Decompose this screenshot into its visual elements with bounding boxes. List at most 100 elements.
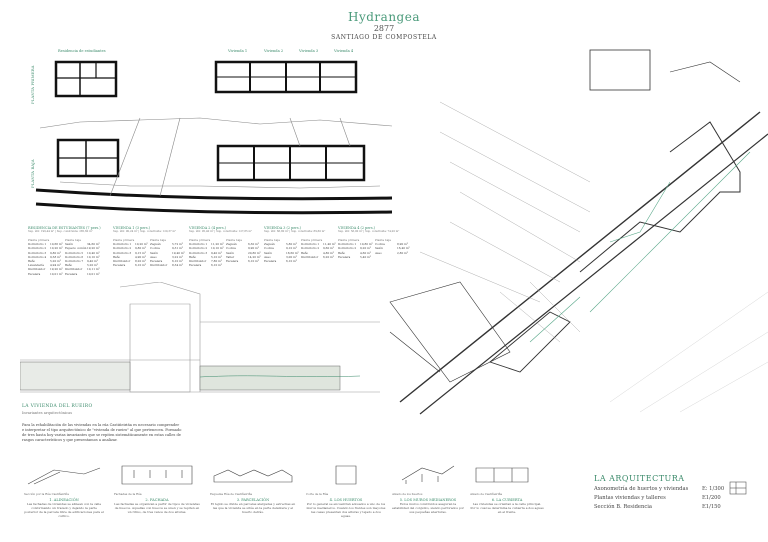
room-name: Distribuidor — [189, 258, 207, 263]
residence-first-floor-plan — [54, 60, 118, 98]
room-area: 10,20 m² — [50, 246, 63, 251]
area-table-column-head: Planta primera — [113, 238, 135, 242]
room-area: 14,20 m² — [248, 254, 261, 259]
room-area: 6,10 m² — [172, 258, 183, 263]
room-name: Distribuidor — [301, 254, 319, 259]
room-area: 9,40 m² — [211, 250, 222, 255]
green-highlights — [529, 151, 751, 343]
section-paragraph: Para la rehabilitación de las viviendas … — [22, 423, 182, 442]
room-area: 5,40 m² — [360, 254, 371, 259]
architecture-item-label: Plantas viviendas y talleres — [594, 495, 666, 501]
room-area: 6,10 m² — [135, 263, 146, 268]
room-area: 3,22 m² — [172, 254, 183, 259]
room-name: Escalera — [189, 263, 202, 268]
room-name: Aseo — [375, 250, 382, 255]
area-table-subtitle: Sup. útil: 95,40 m² | Sup. construida: 1… — [189, 230, 252, 233]
room-area: 19,20 m² — [50, 267, 63, 272]
street-line — [35, 188, 393, 201]
page-title: Hydrangea — [348, 10, 420, 24]
room-name: Dormitorio 1 — [338, 242, 357, 247]
room-name: Escalera — [65, 271, 78, 276]
invariant-sketch-caption: Esquema Rúa de Castiñeiriña — [210, 492, 253, 496]
room-name: Escalera — [338, 254, 351, 259]
room-area: 9,31 m² — [172, 246, 183, 251]
room-area: 7,80 m² — [211, 258, 222, 263]
room-name: Salón — [375, 246, 383, 251]
area-table-column-head: Planta primera — [338, 238, 360, 242]
room-area: 4,80 m² — [323, 250, 334, 255]
architecture-item-label: Axonometría de huertos y viviendas — [594, 486, 689, 492]
room-name: Zaguán — [226, 242, 237, 247]
invariant-heading: 4. LOS HUERTOS — [329, 498, 363, 502]
area-table-row: Salón 18,60 m² — [264, 251, 300, 255]
architecture-title: LA ARQUITECTURA — [594, 474, 685, 483]
architecture-list: Axonometría de huertos y viviendas E: 1/… — [594, 486, 744, 513]
room-area: 10,40 m² — [87, 250, 100, 255]
room-area: 6,10 m² — [211, 263, 222, 268]
room-area: 5,20 m² — [50, 258, 61, 263]
room-area: 5,10 m² — [211, 254, 222, 259]
room-area: 11,20 m² — [211, 242, 224, 247]
room-area: 10,10 m² — [211, 246, 224, 251]
room-area: 9,15 m² — [135, 250, 146, 255]
room-area: 10,66 m² — [50, 242, 63, 247]
room-name: Baño — [189, 254, 197, 259]
room-area: 8,20 m² — [135, 258, 146, 263]
room-name: Distribuidor — [28, 267, 46, 272]
architecture-item-label: Sección B. Residencia — [594, 504, 653, 510]
room-name: Espacio común — [65, 246, 87, 251]
area-table-column-head: Planta primera — [301, 238, 323, 242]
room-name: Dormitorio 1 — [113, 242, 132, 247]
room-name: Zaguán — [264, 242, 275, 247]
room-name: Dormitorio 2 — [301, 246, 320, 251]
invariant-heading: 2. FACHADA — [145, 498, 169, 502]
room-area: 10,01 m² — [50, 271, 63, 276]
room-name: Dormitorio 1 — [189, 242, 208, 247]
room-area: 4,90 m² — [135, 254, 146, 259]
area-table-row: Escalera 6,10 m² — [189, 263, 225, 267]
axonometry-drawing — [389, 49, 768, 415]
invariant-sketch-caption: Corte de la Rúa — [306, 492, 329, 496]
area-table-subtitle: Sup. útil: 66,80 m² | Sup. construida: 8… — [264, 230, 326, 233]
page-year: 2877 — [373, 24, 395, 33]
room-area: 4,60 m² — [360, 250, 371, 255]
room-name: Salón — [65, 242, 73, 247]
room-name: Distribuidor — [113, 258, 131, 263]
room-area: 10,10 m² — [87, 254, 100, 259]
room-area: 8,90 m² — [397, 242, 408, 247]
room-name: Cocina — [226, 246, 236, 251]
page-place: SANTIAGO DE COMPOSTELA — [331, 34, 437, 41]
room-area: 10,20 m² — [135, 242, 148, 247]
room-area: 5,20 m² — [87, 263, 98, 268]
room-area: 20,80 m² — [248, 250, 261, 255]
room-name: Salón — [264, 250, 272, 255]
room-name: Salón — [150, 250, 158, 255]
room-area: 18,60 m² — [286, 250, 299, 255]
invariant-sketch — [27, 467, 101, 485]
room-name: Cocina — [150, 246, 160, 251]
area-table-column-head: Planta baja — [375, 238, 391, 242]
